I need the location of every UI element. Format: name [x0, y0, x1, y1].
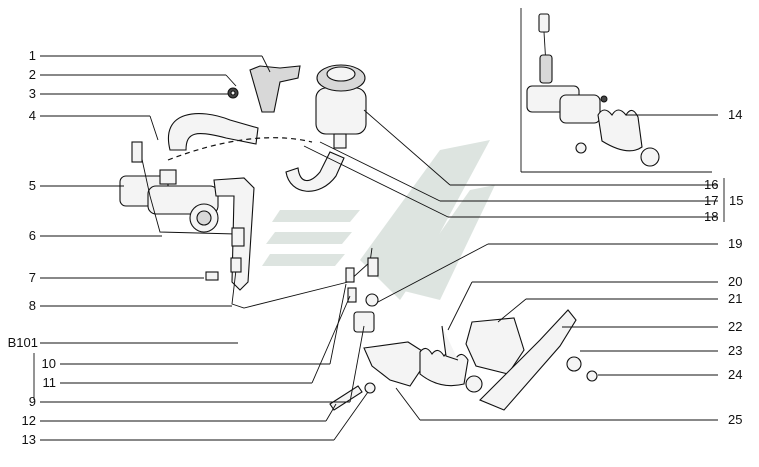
callout-8: 8 — [28, 298, 36, 313]
callout-b101: B101 — [7, 335, 38, 350]
callout-19: 19 — [728, 236, 743, 251]
callout-16: 16 — [704, 177, 719, 192]
callout-5: 5 — [28, 178, 36, 193]
callout-1: 1 — [28, 48, 36, 63]
callout-12: 12 — [21, 413, 36, 428]
callout-11: 11 — [42, 375, 57, 390]
callout-6: 6 — [28, 228, 36, 243]
callout-3: 3 — [28, 86, 36, 101]
callout-21: 21 — [728, 291, 743, 306]
leader-lines — [33, 55, 725, 441]
release-fork-assembly — [441, 309, 598, 411]
callout-25: 25 — [728, 412, 743, 427]
callout-17: 17 — [704, 193, 719, 208]
callout-14: 14 — [728, 107, 743, 122]
reservoir-assembly — [167, 64, 367, 192]
callout-15: 15 — [729, 193, 744, 208]
callout-2: 2 — [28, 67, 36, 82]
callout-22: 22 — [728, 319, 743, 334]
watermark-logo — [262, 140, 495, 300]
callout-9: 9 — [28, 394, 36, 409]
pipes — [131, 141, 379, 309]
callout-13: 13 — [21, 432, 36, 447]
slave-cylinder — [329, 293, 483, 411]
callout-18: 18 — [704, 209, 719, 224]
callout-23: 23 — [728, 343, 743, 358]
callout-24: 24 — [728, 367, 743, 382]
callout-7: 7 — [28, 270, 36, 285]
callout-4: 4 — [28, 108, 36, 123]
callout-10: 10 — [41, 356, 56, 371]
inset-frame — [520, 8, 712, 173]
callout-20: 20 — [728, 274, 743, 289]
inset-slave-cylinder — [526, 13, 660, 167]
